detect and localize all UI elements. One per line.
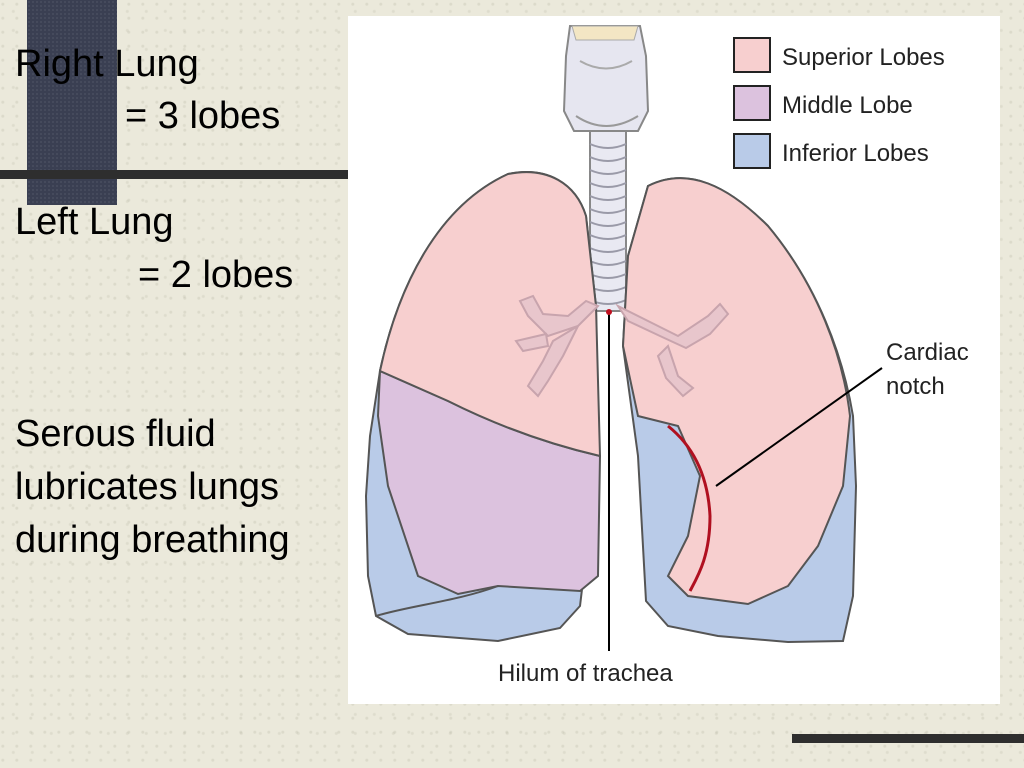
legend-swatch-superior xyxy=(733,37,771,73)
legend-label-inferior: Inferior Lobes xyxy=(782,140,929,167)
decorative-rule-bottom xyxy=(792,734,1024,743)
left-lung-lobes: = 2 lobes xyxy=(138,254,294,296)
cardiac-label-line2: notch xyxy=(886,373,945,400)
right-lung-lobes: = 3 lobes xyxy=(125,95,281,137)
legend-label-middle: Middle Lobe xyxy=(782,92,913,119)
left-superior-lobe xyxy=(621,177,852,606)
right-lung-heading: Right Lung xyxy=(15,43,199,85)
lung-diagram: Superior Lobes Middle Lobe Inferior Lobe… xyxy=(348,16,1000,704)
cardiac-label-line1: Cardiac xyxy=(886,339,969,366)
decorative-rule-top xyxy=(0,170,348,179)
legend-label-superior: Superior Lobes xyxy=(782,44,945,71)
serous-text-line1: Serous fluid xyxy=(15,413,216,455)
cardiac-notch-edge xyxy=(667,424,712,592)
serous-text-line2: lubricates lungs xyxy=(15,466,280,508)
right-lung xyxy=(364,171,602,643)
legend-swatch-middle xyxy=(733,85,771,121)
bronchi xyxy=(514,294,730,398)
lung-diagram-svg: Superior Lobes Middle Lobe Inferior Lobe… xyxy=(364,25,969,687)
hilum-dot xyxy=(606,309,612,315)
cardiac-pointer-line xyxy=(715,367,883,487)
hilum-label: Hilum of trachea xyxy=(498,660,673,687)
legend-swatch-inferior xyxy=(733,133,771,169)
larynx xyxy=(562,25,650,132)
trachea xyxy=(589,130,627,312)
left-lung xyxy=(621,177,858,644)
left-lung-heading: Left Lung xyxy=(15,201,174,243)
serous-text-line3: during breathing xyxy=(15,519,290,561)
legend: Superior Lobes Middle Lobe Inferior Lobe… xyxy=(733,37,945,169)
